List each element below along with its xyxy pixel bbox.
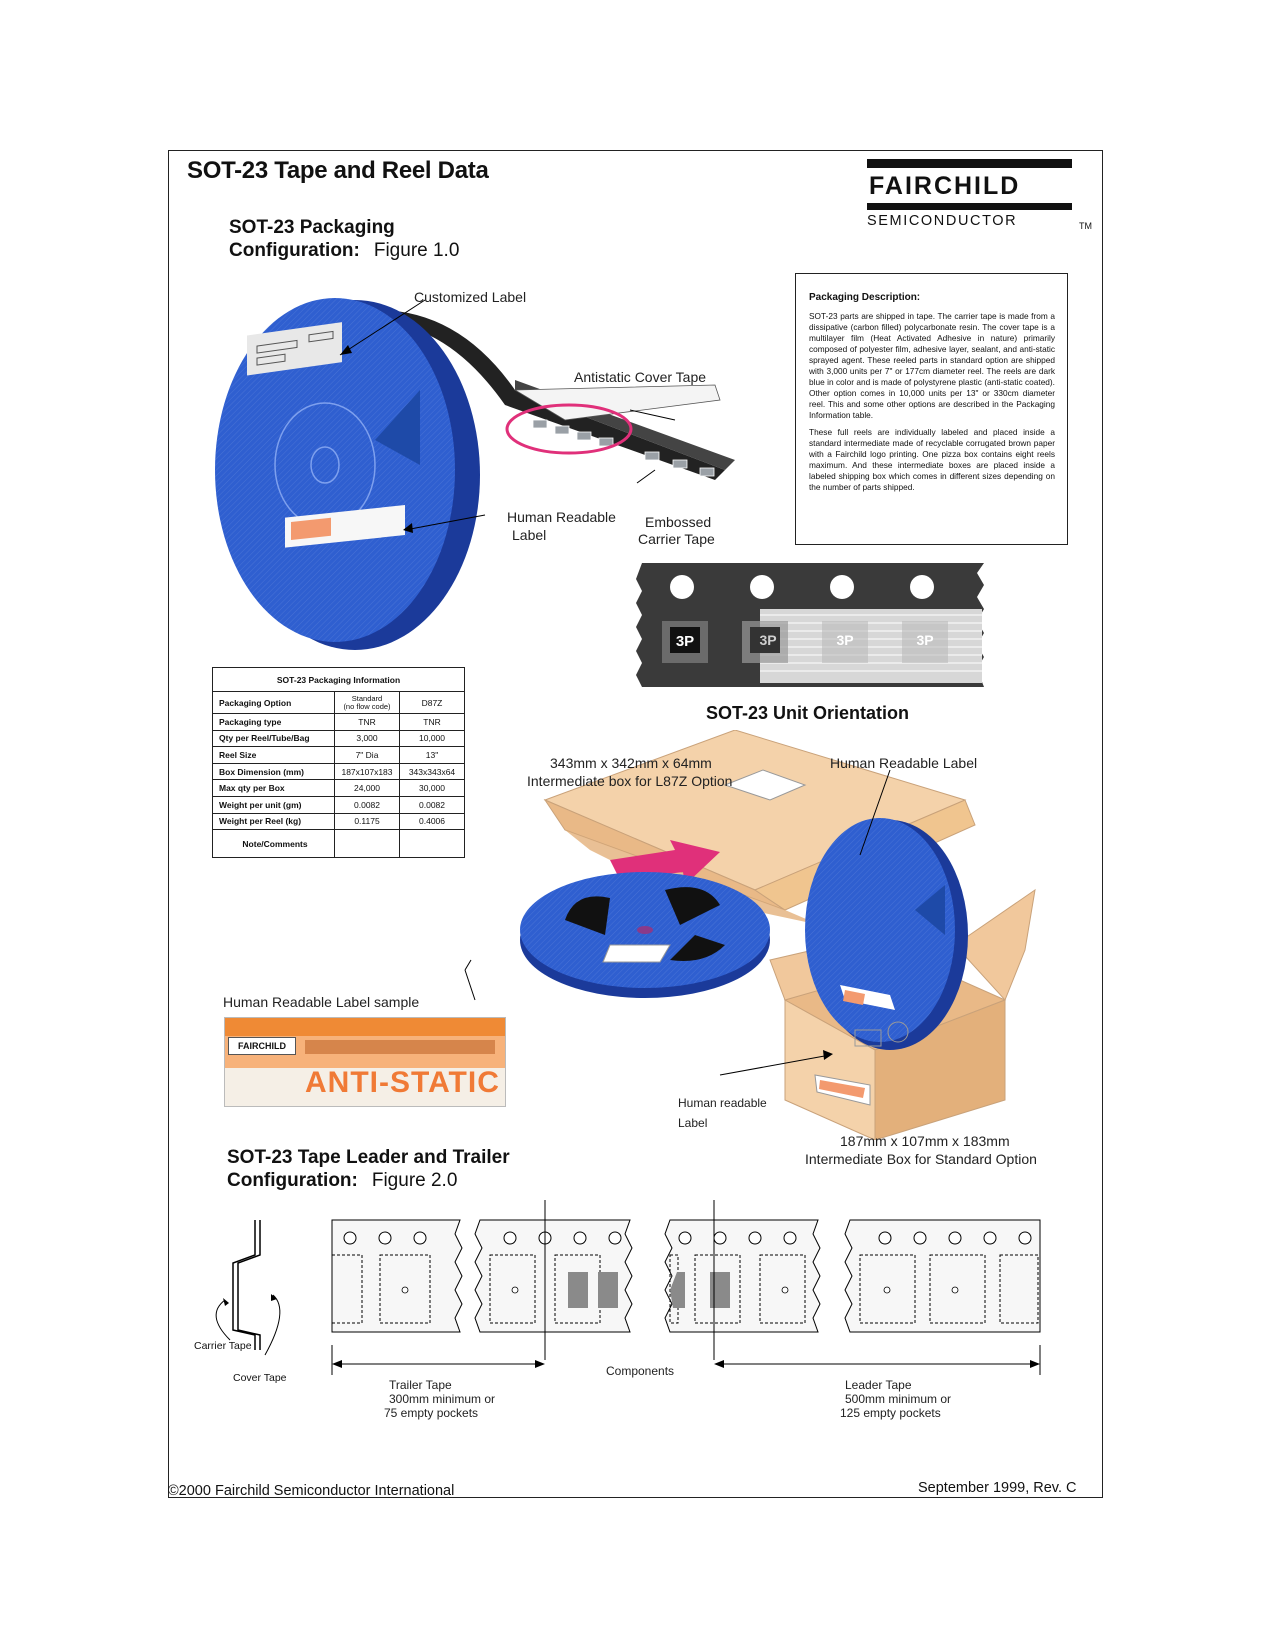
- orientation-illustration: [464, 730, 1036, 1140]
- row-label: Reel Size: [212, 746, 335, 764]
- label-sample-barcode: [305, 1040, 495, 1054]
- pocket-mark-2: 3P: [759, 632, 776, 648]
- leader-tape-pockets: 125 empty pockets: [840, 1406, 941, 1420]
- label-sample-logo: FAIRCHILD: [228, 1037, 296, 1055]
- callout-embossed-line2: Carrier Tape: [638, 531, 715, 547]
- leader-tape-name: Leader Tape: [845, 1378, 912, 1392]
- row-label: Packaging Option: [212, 691, 335, 714]
- trailer-tape-name: Trailer Tape: [389, 1378, 452, 1392]
- pocket-mark-1: 3P: [676, 633, 694, 650]
- table-row: Note/Comments: [212, 829, 465, 859]
- config-label-2: Configuration:: [227, 1170, 358, 1191]
- row-std: 7" Dia: [334, 746, 400, 764]
- footer-copyright: ©2000 Fairchild Semiconductor Internatio…: [168, 1483, 455, 1499]
- page-title: SOT-23 Tape and Reel Data: [187, 157, 489, 184]
- table-title: SOT-23 Packaging Information: [212, 667, 465, 692]
- logo-trademark: TM: [1079, 221, 1092, 231]
- label-sample-body: [225, 1068, 505, 1106]
- config-label: Configuration:: [229, 240, 360, 261]
- footer-revision: September 1999, Rev. C: [918, 1480, 1077, 1496]
- components-label: Components: [606, 1364, 675, 1378]
- trailer-tape-pockets: 75 empty pockets: [384, 1406, 479, 1420]
- logo-bar-bottom: [867, 203, 1072, 210]
- small-box-dimensions: 187mm x 107mm x 183mm: [840, 1133, 1010, 1149]
- trailer-tape-min: 300mm minimum or: [389, 1392, 496, 1406]
- description-paragraph-2: These full reels are individually labele…: [809, 427, 1055, 492]
- description-paragraph-1: SOT-23 parts are shipped in tape. The ca…: [809, 311, 1055, 420]
- packaging-description-box: Packaging Description: SOT-23 parts are …: [795, 273, 1068, 545]
- row-label: Qty per Reel/Tube/Bag: [212, 729, 335, 748]
- callout-antistatic-cover-tape: Antistatic Cover Tape: [574, 369, 707, 385]
- callout-customized-label: Customized Label: [414, 289, 527, 305]
- row-std: 24,000: [334, 779, 400, 797]
- description-heading: Packaging Description:: [809, 292, 921, 303]
- big-box-dimensions: 343mm x 342mm x 64mm: [550, 755, 712, 771]
- leader-trailer-strips: [331, 1200, 1041, 1375]
- pocket-mark-3: 3P: [836, 632, 853, 648]
- cover-tape-label: Cover Tape: [233, 1372, 287, 1384]
- logo-subtitle: SEMICONDUCTOR: [867, 213, 1018, 229]
- carrier-tape-label: Carrier Tape: [194, 1340, 252, 1352]
- row-std: TNR: [334, 713, 400, 731]
- figure-label-2: Figure 2.0: [371, 1170, 458, 1191]
- callout-human-readable-line2: Label: [512, 527, 547, 543]
- small-label-callout-line1: Human readable: [678, 1096, 767, 1110]
- carrier-tape-closeup: 3P 3P 3P 3P: [636, 563, 984, 687]
- orientation-heading: SOT-23 Unit Orientation: [706, 703, 910, 723]
- row-std: 3,000: [334, 729, 400, 748]
- row-std: 0.0082: [334, 795, 400, 814]
- figure-label: Figure 1.0: [373, 240, 460, 261]
- big-box-description: Intermediate box for L87Z Option: [527, 773, 733, 789]
- logo-wordmark: FAIRCHILD: [869, 172, 1021, 200]
- pocket-mark-4: 3P: [916, 632, 933, 648]
- row-opt: D87Z: [399, 691, 465, 714]
- row-label: Weight per unit (gm): [212, 795, 335, 814]
- leader-heading: SOT-23 Tape Leader and Trailer: [227, 1147, 510, 1168]
- leader-tape-min: 500mm minimum or: [845, 1392, 952, 1406]
- page-frame: [168, 150, 1103, 1498]
- label-sample-header: [225, 1018, 505, 1036]
- small-label-callout-line2: Label: [678, 1116, 708, 1130]
- small-box-description: Intermediate Box for Standard Option: [805, 1151, 1037, 1167]
- row-opt: TNR: [399, 713, 465, 731]
- packaging-config-line: Configuration: Figure 1.0: [229, 240, 459, 262]
- tape-cross-section: [215, 1220, 281, 1356]
- row-label: Box Dimension (mm): [212, 762, 335, 781]
- label-sample-image: FAIRCHILD ANTI-STATIC: [224, 1017, 506, 1107]
- callout-embossed-line1: Embossed: [645, 514, 712, 530]
- label-sample-stamp: ANTI-STATIC: [305, 1066, 500, 1099]
- logo-bar-top: [867, 159, 1072, 168]
- label-sample-caption: Human Readable Label sample: [223, 994, 420, 1010]
- row-opt: [399, 829, 465, 859]
- human-readable-label-callout: Human Readable Label: [830, 755, 978, 771]
- callout-human-readable-line1: Human Readable: [507, 509, 616, 525]
- packaging-info-table: SOT-23 Packaging Information Packaging O…: [212, 667, 465, 859]
- reel-illustration: [215, 298, 735, 650]
- row-label: Note/Comments: [212, 829, 335, 859]
- leader-config-line: Configuration: Figure 2.0: [227, 1170, 457, 1192]
- row-label: Weight per Reel (kg): [212, 812, 335, 831]
- row-std: Standard (no flow code): [334, 691, 400, 714]
- row-std: 187x107x183: [334, 762, 400, 781]
- row-std: 0.1175: [334, 812, 400, 831]
- packaging-heading: SOT-23 Packaging: [229, 217, 395, 238]
- row-std: [334, 829, 400, 859]
- row-opt: 10,000: [399, 729, 465, 748]
- row-label: Packaging type: [212, 713, 335, 731]
- row-label: Max qty per Box: [212, 779, 335, 797]
